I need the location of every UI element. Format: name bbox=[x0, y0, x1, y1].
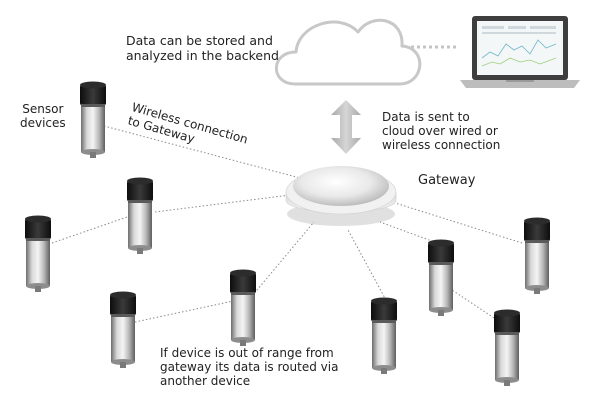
sensor-device bbox=[524, 217, 550, 294]
bidirectional-arrow bbox=[331, 100, 361, 154]
sensor-device bbox=[494, 309, 520, 386]
gateway-device bbox=[285, 166, 397, 226]
connection-line bbox=[251, 221, 315, 297]
sensor-devices-label: Sensor devices bbox=[20, 102, 66, 130]
sensor-device bbox=[371, 297, 397, 374]
cloud-transfer-label: Data is sent to cloud over wired or wire… bbox=[382, 110, 501, 152]
routing-note: If device is out of range from gateway i… bbox=[160, 346, 339, 388]
sensor-device bbox=[428, 239, 454, 316]
sensor-device bbox=[80, 81, 106, 158]
connection-line bbox=[391, 201, 523, 244]
cloud-icon bbox=[274, 18, 422, 86]
sensor-device bbox=[127, 177, 153, 254]
connection-line bbox=[134, 299, 239, 323]
laptop-icon bbox=[460, 16, 580, 88]
sensor-device bbox=[25, 215, 51, 292]
sensor-devices bbox=[25, 81, 550, 386]
connection-line bbox=[379, 221, 441, 245]
sensor-device bbox=[230, 269, 256, 346]
backend-caption: Data can be stored and analyzed in the b… bbox=[126, 33, 279, 63]
connection-line bbox=[451, 289, 501, 323]
connection-line bbox=[51, 215, 131, 244]
sensor-device bbox=[110, 291, 136, 368]
connection-line bbox=[154, 194, 291, 213]
connection-line bbox=[103, 125, 301, 179]
connection-line bbox=[347, 229, 387, 301]
gateway-label: Gateway bbox=[418, 173, 476, 188]
connection-lines bbox=[51, 125, 523, 323]
